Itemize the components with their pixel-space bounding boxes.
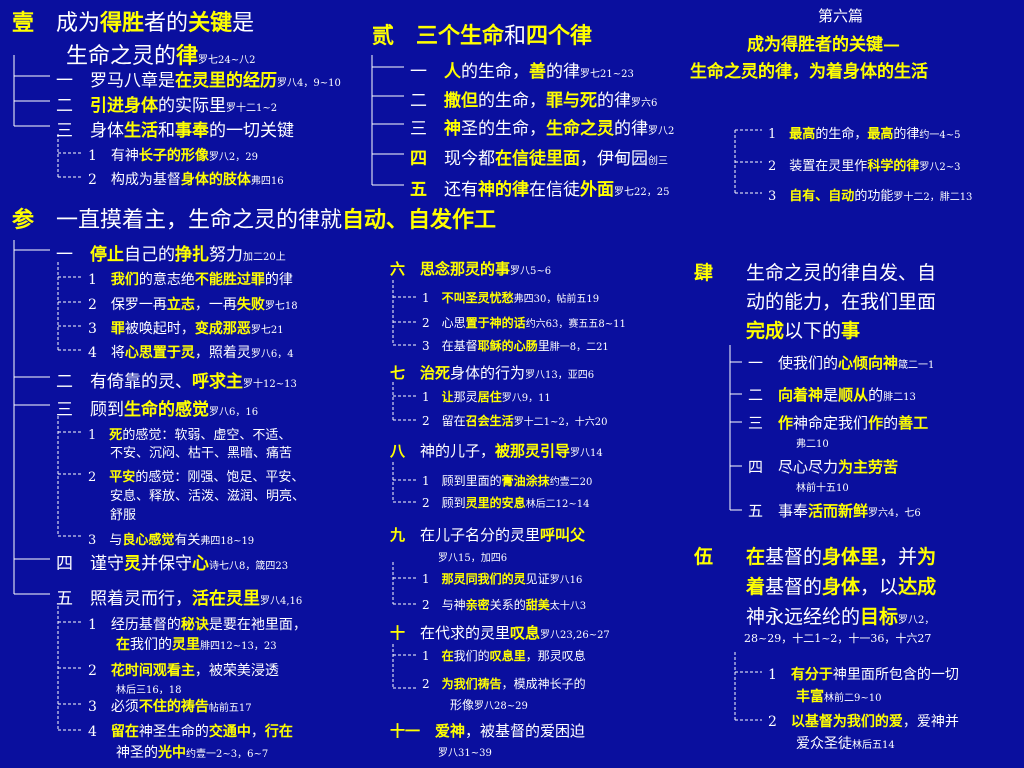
sec3-item-1: 一 停止自己的挣扎努力加二20上 xyxy=(56,245,286,265)
mid-item-11-ref: 罗八31~39 xyxy=(438,748,492,759)
mid-subitem-7-2: 2 留在召会生活罗十二1~2，十六20 xyxy=(422,414,608,428)
mid-subitem-6-3: 3 在基督耶稣的心肠里腓一8，二21 xyxy=(422,339,609,353)
sec4-item-5: 五 事奉活而新鲜罗六4，七6 xyxy=(748,502,921,520)
chapter-title-line2: 生命之灵的律，为着身体的生活 xyxy=(690,62,928,82)
sec1-subitem-1: 1 有神长子的形像罗八2，29 xyxy=(88,148,259,164)
sec3-subitem-5-1-cont: 在我们的灵里腓四12~13，23 xyxy=(116,637,277,653)
sec3-subitem-3-2-cont2: 舒服 xyxy=(110,508,137,523)
sec3-subitem-5-4: 4 留在神圣生命的交通中，行在 xyxy=(88,724,293,740)
section-5-line3: 神永远经纶的目标罗八2， xyxy=(746,606,935,628)
sec3-item-4: 四 谨守灵并保守心诗七八8，箴四23 xyxy=(56,554,289,574)
sec5-item-2: 2 以基督为我们的爱，爱神并 xyxy=(768,714,959,730)
sec3-subitem-3-2: 2 平安的感觉：刚强、饱足、平安、 xyxy=(88,470,305,485)
sec3-subitem-5-2-ref: 林后三16，18 xyxy=(116,685,182,696)
sec3-subitem-1-4: 4 将心思置于灵，照着灵罗八6，4 xyxy=(88,345,294,361)
sec3-subitem-5-4-cont: 神圣的光中约壹一2~3，6~7 xyxy=(116,745,269,761)
mid-item-10: 十 在代求的灵里叹息罗八23,26~27 xyxy=(390,624,610,642)
mid-subitem-8-2: 2 顾到灵里的安息林后二12~14 xyxy=(422,496,590,510)
sec4-item-4-ref: 林前十五10 xyxy=(796,483,849,494)
mid-subitem-7-1: 1 让那灵居住罗八9，11 xyxy=(422,390,551,404)
section-4-num: 肆 xyxy=(694,262,714,284)
mid-subitem-6-1: 1 不叫圣灵忧愁弗四30，帖前五19 xyxy=(422,291,600,305)
sec2-item-1: 一 人的生命，善的律罗七21~23 xyxy=(410,62,634,82)
chapter-title-line1: 成为得胜者的关键— xyxy=(747,35,900,55)
sec2-right-item-2: 2 装置在灵里作科学的律罗八2~3 xyxy=(768,159,961,174)
mid-subitem-10-1: 1 在我们的叹息里，那灵叹息 xyxy=(422,649,586,663)
section-1-heading: 壹成为得胜者的关键是 xyxy=(12,10,255,36)
sec2-item-5: 五 还有神的律在信徒外面罗七22，25 xyxy=(410,180,670,200)
section-5-ref-line: 28~29，十二1~2，十一36，十六27 xyxy=(744,632,932,645)
mid-item-9: 九 在儿子名分的灵里呼叫父 xyxy=(390,526,586,544)
sec1-item-3: 三 身体生活和事奉的一切关键 xyxy=(56,121,294,141)
sec3-subitem-3-1: 1 死的感觉：软弱、虚空、不适、 xyxy=(88,428,292,443)
sec4-item-4: 四 尽心尽力为主劳苦 xyxy=(748,458,899,476)
sec3-subitem-5-3: 3 必须不住的祷告帖前五17 xyxy=(88,699,252,715)
sec3-subitem-5-2: 2 花时间观看主，被荣美浸透 xyxy=(88,663,279,679)
mid-item-6: 六 思念那灵的事罗八5~6 xyxy=(390,260,552,278)
sec5-item-1-cont: 丰富林前二9~10 xyxy=(796,689,882,705)
sec3-subitem-1-1: 1 我们的意志绝不能胜过罪的律 xyxy=(88,272,293,288)
section-5-num: 伍 xyxy=(694,546,714,568)
section-5-line1: 在基督的身体里，并为 xyxy=(746,546,937,568)
section-4-line3: 完成以下的事 xyxy=(746,320,861,342)
section-3-heading: 参一直摸着主，生命之灵的律就自动、自发作工 xyxy=(12,207,497,233)
mid-subitem-10-2: 2 为我们祷告，模成神长子的 xyxy=(422,677,586,691)
sec3-subitem-1-3: 3 罪被唤起时，变成那恶罗七21 xyxy=(88,321,284,337)
sec2-item-3: 三 神圣的生命，生命之灵的律罗八2 xyxy=(410,119,675,139)
sec3-item-2: 二 有倚靠的灵、呼求主罗十12~13 xyxy=(56,372,297,392)
mid-subitem-9-2: 2 与神亲密关系的甜美太十八3 xyxy=(422,598,587,612)
sec2-right-item-3: 3 自有、自动的功能罗十二2，腓二13 xyxy=(768,189,973,204)
mid-item-7: 七 治死身体的行为罗八13，亚四6 xyxy=(390,364,595,382)
sec3-subitem-3-1-cont: 不安、沉闷、枯干、黑暗、痛苦 xyxy=(110,446,293,461)
section-4-line2: 动的能力，在我们里面 xyxy=(746,291,937,313)
sec3-item-3: 三 顾到生命的感觉罗八6，16 xyxy=(56,400,259,420)
mid-item-9-ref: 罗八15，加四6 xyxy=(438,553,508,564)
sec3-subitem-3-3: 3 与良心感觉有关弗四18~19 xyxy=(88,533,255,548)
mid-subitem-8-1: 1 顾到里面的膏油涂抹约壹二20 xyxy=(422,474,593,488)
sec2-item-4: 四 现今都在信徒里面，伊甸园创三 xyxy=(410,149,668,169)
sec4-item-3-ref: 弗二10 xyxy=(796,439,829,450)
sec3-subitem-5-1: 1 经历基督的秘诀是要在祂里面， xyxy=(88,617,307,633)
section-4-line1: 生命之灵的律自发、自 xyxy=(746,262,937,284)
sec1-item-2: 二 引进身体的实际里罗十二1~2 xyxy=(56,96,278,116)
mid-subitem-6-2: 2 心思置于神的话约六63，赛五五8~11 xyxy=(422,316,626,330)
chapter-label: 第六篇 xyxy=(818,7,864,25)
sec3-subitem-1-2: 2 保罗一再立志，一再失败罗七18 xyxy=(88,297,298,313)
section-5-line2: 着基督的身体，以达成 xyxy=(746,576,937,598)
mid-item-8: 八 神的儿子，被那灵引导罗八14 xyxy=(390,442,603,460)
sec1-item-1: 一 罗马八章是在灵里的经历罗八4，9~10 xyxy=(56,71,341,91)
sec1-subitem-2: 2 构成为基督身体的肢体弗四16 xyxy=(88,172,284,188)
sec2-item-2: 二 撒但的生命，罪与死的律罗六6 xyxy=(410,91,658,111)
sec4-item-1: 一 使我们的心倾向神箴二一1 xyxy=(748,354,935,372)
mid-subitem-10-2-cont: 形像罗八28~29 xyxy=(450,698,528,712)
sec2-right-item-1: 1 最高的生命，最高的律约一4~5 xyxy=(768,127,961,142)
sec5-item-1: 1 有分于神里面所包含的一切 xyxy=(768,667,959,683)
section-2-heading: 贰三个生命和四个律 xyxy=(372,23,593,49)
sec4-item-2: 二 向着神是顺从的腓二13 xyxy=(748,386,916,404)
sec5-item-2-cont: 爱众圣徒林后五14 xyxy=(796,736,895,752)
sec4-item-3: 三 作神命定我们作的善工 xyxy=(748,414,929,432)
mid-subitem-9-1: 1 那灵同我们的灵见证罗八16 xyxy=(422,572,583,586)
sec3-item-5: 五 照着灵而行，活在灵里罗八4,16 xyxy=(56,589,303,609)
section-1-heading-line2: 生命之灵的律罗七24~八2 xyxy=(66,43,256,69)
sec3-subitem-3-2-cont: 安息、释放、活泼、滋润、明亮、 xyxy=(110,489,306,504)
mid-item-11: 十一 爱神，被基督的爱困迫 xyxy=(390,722,586,740)
